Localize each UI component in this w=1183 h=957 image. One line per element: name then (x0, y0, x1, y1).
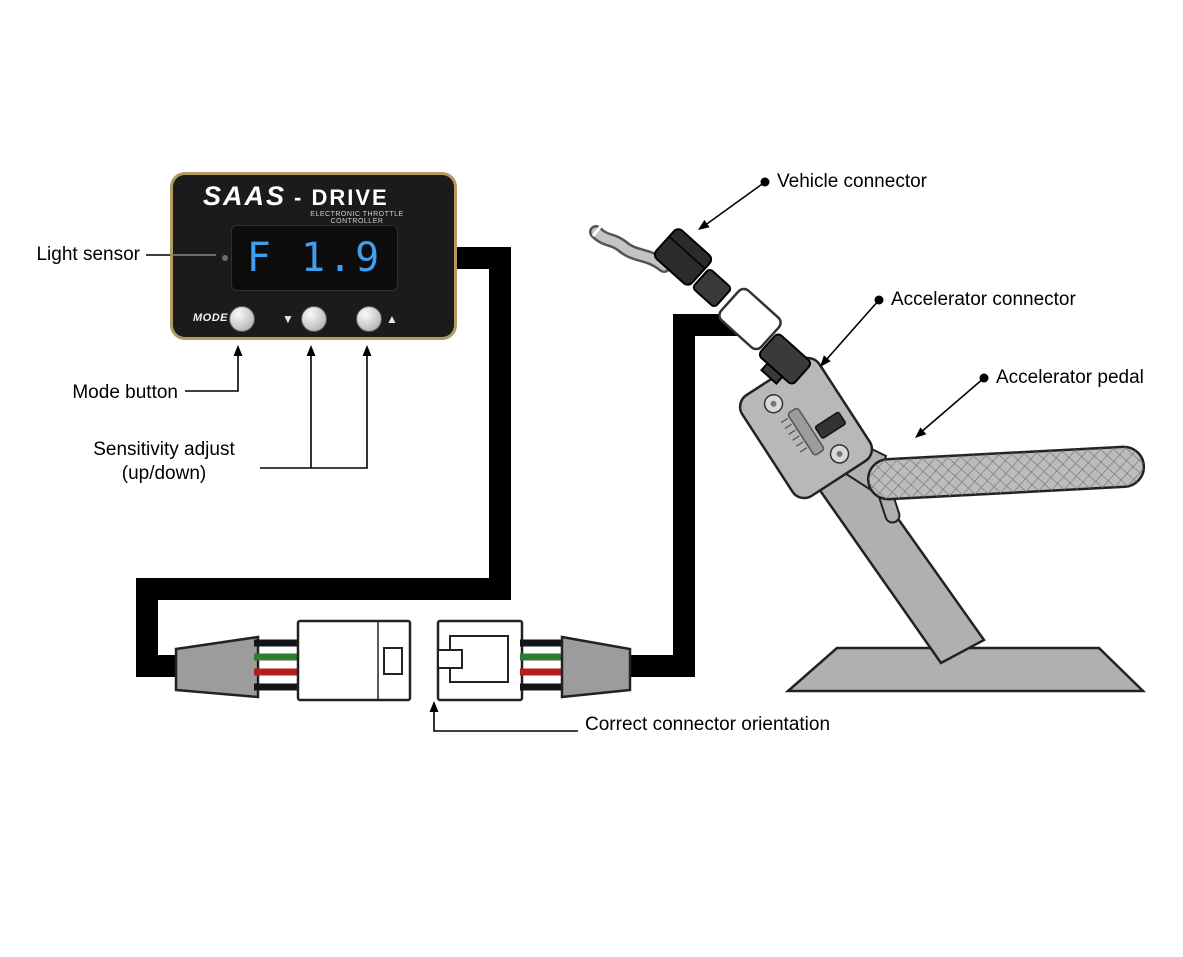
correct-orientation-leader (429, 701, 578, 732)
down-button (301, 306, 327, 332)
mode-button (229, 306, 255, 332)
sensitivity-adjust-label: Sensitivity adjust (up/down) (59, 438, 269, 486)
accelerator-connector-plug (758, 333, 812, 385)
up-arrow-glyph: ▲ (386, 312, 398, 326)
vehicle-connector-plug (653, 228, 713, 286)
sensitivity-leader (260, 345, 372, 469)
mode-label: MODE (193, 312, 228, 324)
brand-suffix: - DRIVE (294, 185, 389, 210)
accelerator-connector-label: Accelerator connector (891, 289, 1076, 310)
mode-button-leader (185, 345, 243, 392)
wire-loom-left (254, 639, 300, 691)
accelerator-connector-leader (820, 295, 884, 367)
accelerator-pedal-assembly (738, 356, 1147, 693)
up-button (356, 306, 382, 332)
left-connector-latch (383, 647, 403, 675)
left-connector (174, 619, 412, 702)
mode-button-label: Mode button (72, 382, 178, 403)
accelerator-pedal-leader (915, 373, 989, 438)
light-sensor-label: Light sensor (36, 244, 140, 265)
down-arrow-glyph: ▼ (282, 312, 294, 326)
right-connector-boot (560, 635, 632, 699)
vehicle-cable (589, 225, 671, 273)
vehicle-connector-coupler (692, 268, 732, 308)
left-connector-housing (296, 619, 412, 702)
vehicle-connector-label: Vehicle connector (777, 171, 927, 192)
wire-loom-right (520, 639, 564, 691)
accelerator-pedal-label: Accelerator pedal (996, 367, 1144, 388)
pedal-base (784, 646, 1147, 693)
brand-name: SAAS (203, 181, 287, 211)
sensitivity-line2: (up/down) (121, 463, 207, 484)
light-sensor-dot (222, 255, 228, 261)
left-connector-boot (174, 635, 260, 699)
throttle-controller: SAAS - DRIVE ELECTRONIC THROTTLE CONTROL… (170, 172, 457, 340)
pedal-pad (866, 445, 1146, 501)
vehicle-connector-leader (698, 177, 770, 230)
device-subtitle: ELECTRONIC THROTTLE CONTROLLER (310, 211, 404, 225)
sensitivity-line1: Sensitivity adjust (93, 439, 235, 460)
controller-cable (136, 247, 511, 677)
harness-white-connector (718, 287, 782, 351)
display-value: F 1.9 (246, 235, 383, 281)
brand-logo: SAAS - DRIVE (203, 181, 389, 212)
pedal-cable (612, 314, 748, 677)
correct-orientation-label: Correct connector orientation (585, 714, 831, 735)
right-connector (436, 619, 632, 702)
led-display: F 1.9 (231, 225, 398, 291)
